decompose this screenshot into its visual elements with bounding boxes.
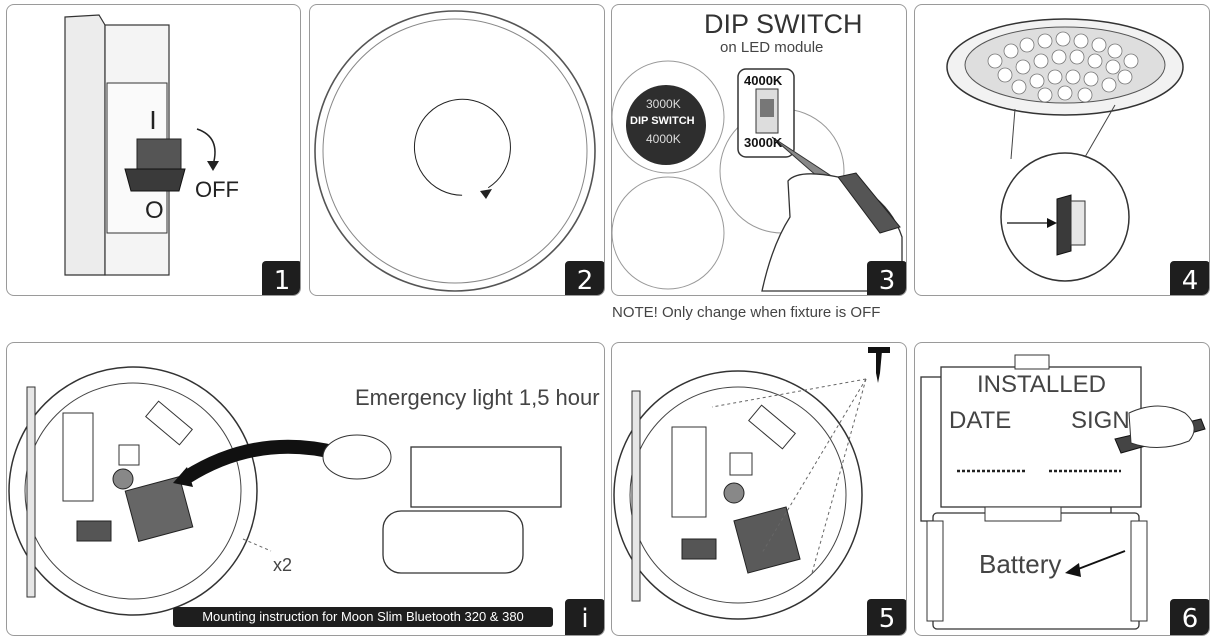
- step-number-badge: 6: [1170, 599, 1209, 635]
- step-number-badge: 1: [262, 261, 300, 295]
- switch-label-4000k: 4000K: [744, 73, 783, 88]
- emergency-module-illustration: [8, 366, 562, 616]
- step-6-panel: INSTALLED DATE SIGN Battery 6: [914, 342, 1210, 636]
- installed-label: INSTALLED: [977, 371, 1106, 398]
- switch-label-3000k: 3000K: [744, 135, 783, 150]
- circle-label-3000k: 3000K: [646, 97, 681, 111]
- step-number-badge: 4: [1170, 261, 1209, 295]
- emergency-light-label: Emergency light 1,5 hour: [355, 385, 600, 410]
- step-number-badge: 3: [867, 261, 906, 295]
- dip-switch-illustration: [612, 60, 903, 292]
- dip-switch-title: DIP SWITCH: [704, 9, 863, 39]
- lamp-clip-illustration: [946, 18, 1184, 282]
- step-3-panel: DIP SWITCH on LED module 3000K DIP SWITC…: [611, 4, 907, 296]
- dip-switch-subtitle: on LED module: [720, 39, 824, 56]
- battery-label: Battery: [979, 549, 1062, 579]
- step-info-panel: Emergency light 1,5 hour x2 Mounting ins…: [6, 342, 605, 636]
- step-number-badge: i: [565, 599, 604, 635]
- installed-module-illustration: [613, 347, 890, 620]
- date-label: DATE: [949, 407, 1012, 434]
- sign-label: SIGN: [1071, 407, 1130, 434]
- product-caption-banner: Mounting instruction for Moon Slim Bluet…: [173, 607, 553, 627]
- warning-note: NOTE! Only change when fixture is OFF: [612, 304, 881, 321]
- step-2-panel: 2: [309, 4, 605, 296]
- circle-label-dip-switch: DIP SWITCH: [630, 115, 695, 127]
- step-1-panel: OFF O 1: [6, 4, 301, 296]
- off-label: OFF: [195, 177, 239, 202]
- step-4-panel: 4: [914, 4, 1210, 296]
- battery-label-illustration: [920, 354, 1206, 630]
- step-number-badge: 2: [565, 261, 604, 295]
- circuit-breaker-illustration: [64, 14, 219, 276]
- circle-label-4000k: 4000K: [646, 132, 681, 146]
- rotate-cover-illustration: [314, 10, 596, 292]
- screw-count-label: x2: [273, 555, 293, 575]
- step-number-badge: 5: [867, 599, 906, 635]
- switch-position-off: O: [145, 197, 164, 224]
- step-5-panel: 5: [611, 342, 907, 636]
